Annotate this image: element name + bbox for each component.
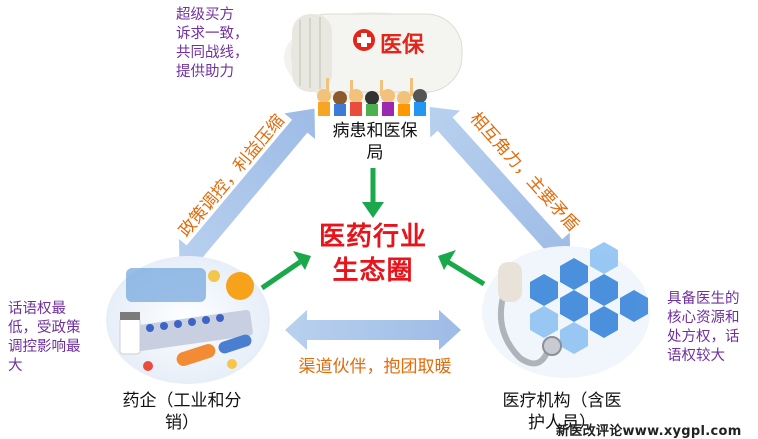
top-annotation-line: 共同战线，	[176, 45, 249, 61]
right-annotation-line: 核心资源和	[667, 310, 740, 326]
center-title-line2: 生态圈	[332, 256, 414, 286]
edge-label-bottom: 渠道伙伴，抱团取暖	[298, 357, 452, 377]
right-annotation: 具备医生的 核心资源和 处方权，话 语权较大	[667, 290, 740, 366]
pharma-illustration	[106, 256, 270, 384]
top-annotation-line: 超级买方	[176, 7, 234, 23]
watermark: 新医改评论www.xygpl.com	[556, 424, 742, 439]
hospital-illustration	[482, 242, 650, 378]
top-annotation-line: 诉求一致，	[176, 26, 249, 42]
center-arrow-left	[260, 251, 311, 291]
insurance-badge-text: 医保	[380, 33, 425, 58]
edge-arrow-bottom	[285, 310, 461, 350]
left-annotation: 话语权最 低，受政策 调控影响最 大	[8, 300, 81, 376]
edge-arrow-left	[178, 108, 316, 270]
right-annotation-line: 具备医生的	[667, 291, 740, 307]
node-label-right: 医疗机构（含医护人员）	[502, 391, 622, 433]
right-annotation-line: 语权较大	[667, 348, 725, 364]
left-annotation-line: 大	[8, 358, 23, 374]
center-arrow-top	[362, 168, 384, 218]
node-label-top: 病患和医保局	[332, 121, 418, 163]
center-title: 医药行业 生态圈	[313, 220, 433, 288]
left-annotation-line: 低，受政策	[8, 320, 81, 336]
center-arrow-right	[438, 250, 486, 287]
node-label-left: 药企（工业和分销）	[122, 391, 242, 433]
right-annotation-line: 处方权，话	[667, 329, 740, 345]
top-annotation-line: 提供助力	[176, 64, 234, 80]
left-annotation-line: 话语权最	[8, 301, 66, 317]
center-title-line1: 医药行业	[318, 222, 427, 252]
top-annotation: 超级买方 诉求一致， 共同战线， 提供助力	[176, 6, 249, 82]
edge-arrow-right	[429, 106, 571, 264]
left-annotation-line: 调控影响最	[8, 339, 81, 355]
insurance-capsule-illustration	[284, 12, 463, 116]
